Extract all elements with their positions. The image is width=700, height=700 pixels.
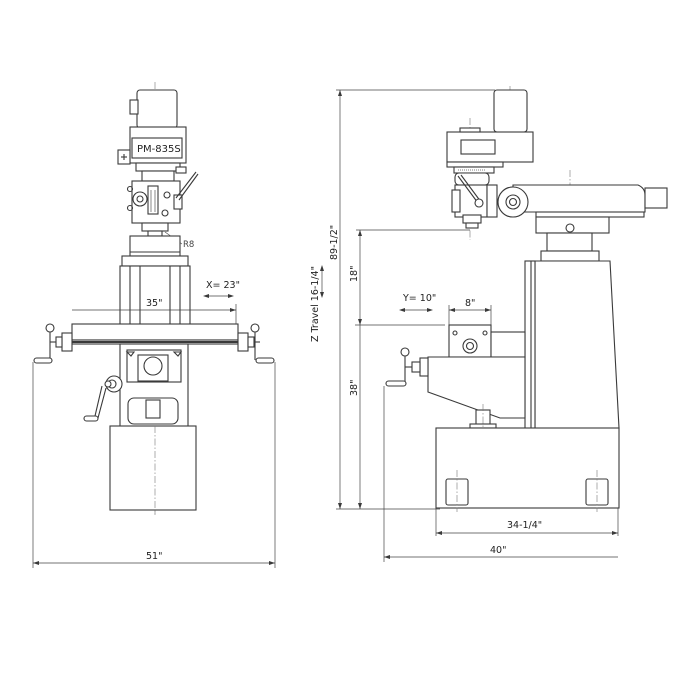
table-height-label: 38": [349, 380, 360, 396]
model-plate: PM-835S: [137, 144, 181, 155]
table-length-dimension: 35": [72, 298, 237, 324]
overall-height-dimension: 89-1/2": [329, 89, 495, 510]
overall-depth-dimension: 40": [383, 386, 618, 562]
y-travel-label: Y= 10": [402, 293, 436, 304]
side-head: [446, 127, 534, 229]
column-top: [119, 235, 191, 327]
side-column: [524, 216, 620, 430]
table-height-dimension: 38": [349, 324, 445, 509]
z-travel-dimension: Z Travel 16-1/4": [310, 265, 324, 342]
spindle-to-table-dimension: 18": [349, 229, 470, 325]
base: [109, 425, 197, 511]
x-travel-dimension: X= 23": [203, 280, 240, 298]
base-depth-dimension: 34-1/4": [435, 508, 619, 536]
head-housing: [117, 126, 187, 182]
side-ram: [486, 184, 668, 218]
knee: [83, 343, 189, 429]
overall-width-label: 51": [146, 551, 162, 562]
spindle-to-table-label: 18": [349, 266, 360, 282]
quill-head: R8: [126, 171, 199, 250]
base-depth-label: 34-1/4": [507, 520, 542, 531]
z-travel-label: Z Travel 16-1/4": [310, 266, 321, 342]
side-motor: [493, 89, 528, 133]
work-table: [33, 323, 275, 364]
overall-height-label: 89-1/2": [329, 225, 340, 260]
side-knee: [385, 324, 526, 432]
front-view: R8 PM-835S: [32, 82, 276, 568]
spindle-taper-label: R8: [183, 240, 194, 250]
table-length-label: 35": [146, 298, 162, 309]
side-base: [435, 427, 620, 512]
overall-depth-label: 40": [490, 545, 506, 556]
y-travel-dimension: Y= 10": [399, 293, 436, 312]
x-travel-label: X= 23": [206, 280, 240, 291]
table-width-label: 8": [465, 298, 475, 309]
motor: [129, 89, 178, 129]
table-width-dimension: 8": [448, 298, 492, 325]
side-view: 89-1/2" Z Travel 16-1/4" 18" 38" Y= 10": [310, 86, 668, 562]
overall-width-dimension: 51": [32, 362, 276, 568]
